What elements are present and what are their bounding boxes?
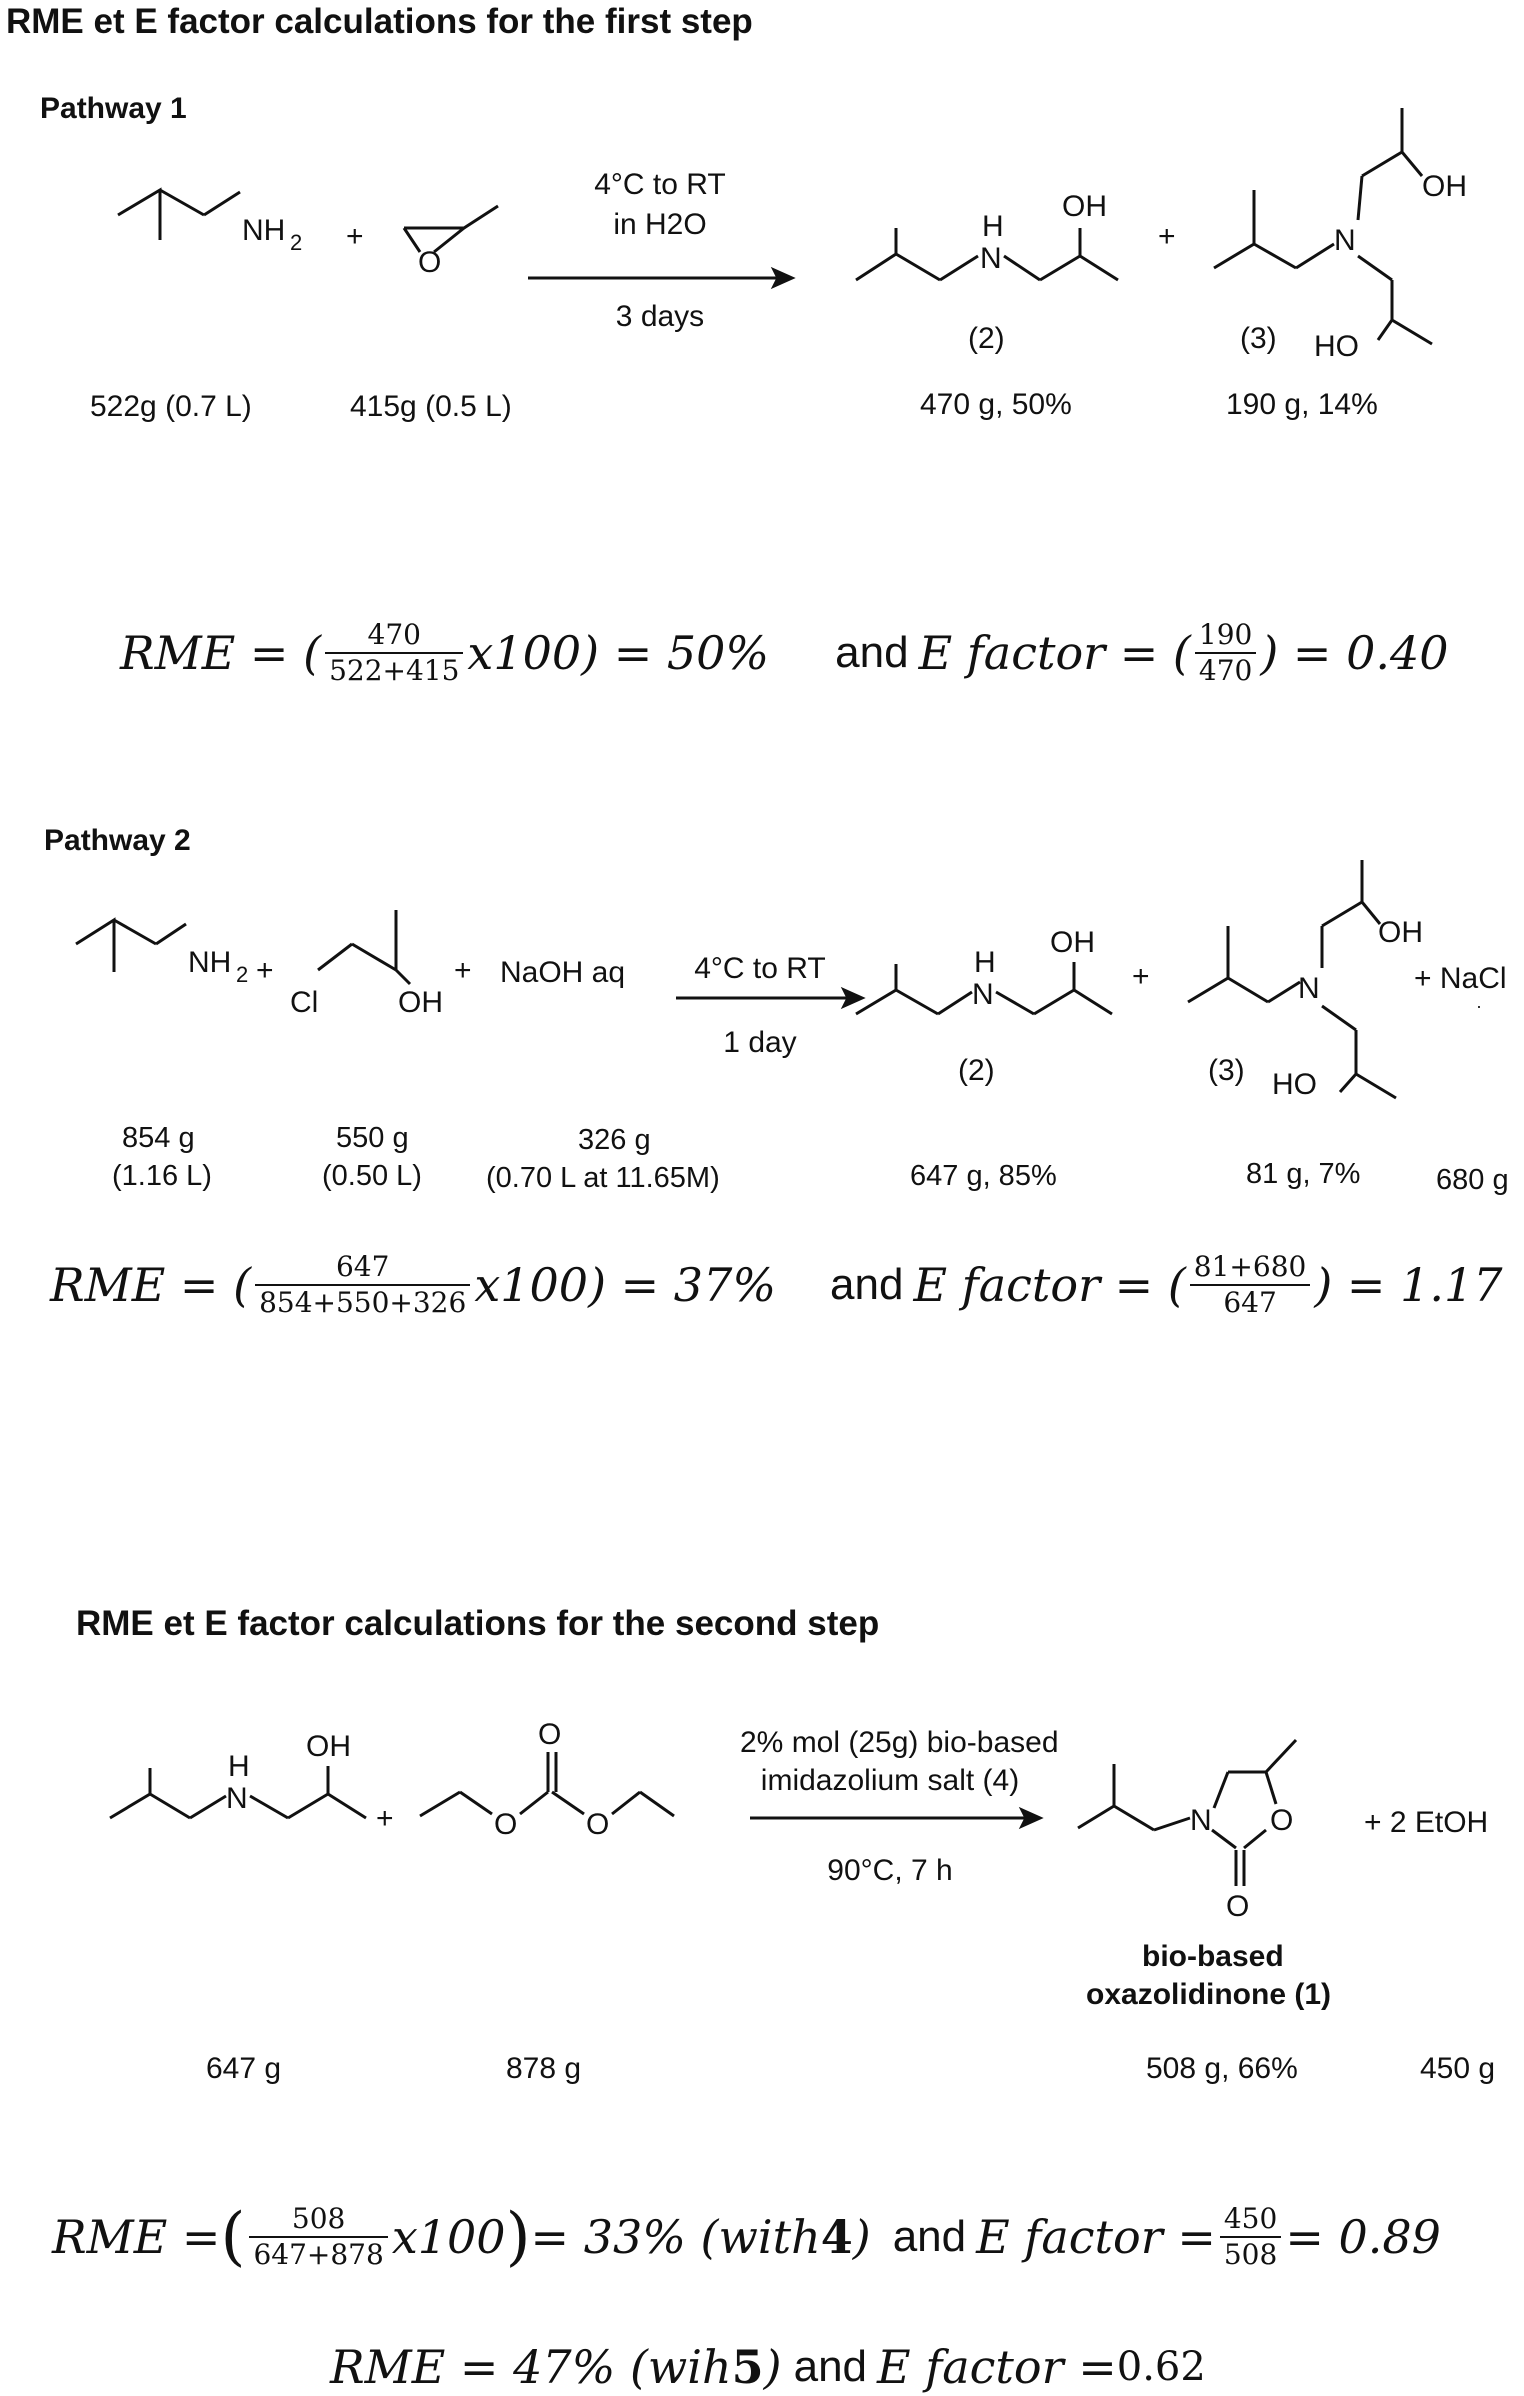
p2-amount-naoh-a: 326 g <box>578 1124 651 1156</box>
svg-text:2: 2 <box>236 962 248 987</box>
s2-amount-reagent1: 647 g <box>206 2052 282 2085</box>
p2-amount-reagent2-b: (0.50 L) <box>322 1160 422 1192</box>
pathway1-heading: Pathway 1 <box>40 92 187 125</box>
svg-text:N: N <box>972 978 994 1011</box>
p2-nacl: + NaCl <box>1414 962 1507 995</box>
svg-text:N: N <box>226 1782 248 1815</box>
step1-title: RME et E factor calculations for the fir… <box>6 2 753 41</box>
product2-skeleton <box>855 228 898 282</box>
svg-text:OH: OH <box>1422 170 1467 203</box>
pathway2-heading: Pathway 2 <box>44 824 191 857</box>
p1-product2-label: (2) <box>968 322 1005 355</box>
svg-text:2: 2 <box>290 230 302 255</box>
p2-amount-reagent1-b: (1.16 L) <box>112 1160 212 1192</box>
p2-condition-top: 4°C to RT <box>694 952 826 985</box>
p2-amount-product3: 81 g, 7% <box>1246 1158 1361 1190</box>
svg-text:·: · <box>1476 996 1482 1016</box>
svg-text:NH: NH <box>188 946 231 979</box>
svg-text:O: O <box>494 1808 517 1841</box>
svg-text:Cl: Cl <box>290 986 318 1019</box>
pathway2-scheme: NH 2 + Cl OH + N H OH + N OH HO · <box>75 860 1482 1101</box>
svg-text:N: N <box>980 242 1002 275</box>
svg-text:OH: OH <box>398 986 443 1019</box>
s2-plus-etoh: + 2 EtOH <box>1364 1806 1489 1839</box>
svg-text:OH: OH <box>1062 190 1107 223</box>
p2-product3-label: (3) <box>1208 1054 1245 1087</box>
p2-amount-naoh-b: (0.70 L at 11.65M) <box>486 1162 720 1194</box>
s2-equation-2: RME = 47% (wih 5 ) and E factor = 0.62 <box>330 2340 1206 2394</box>
p2-condition-bottom: 1 day <box>723 1026 797 1059</box>
p2-amount-nacl: 680 g <box>1436 1164 1509 1196</box>
svg-text:O: O <box>538 1718 561 1751</box>
s2-condition-top1: 2% mol (25g) bio-based <box>740 1726 1059 1759</box>
p1-condition-bottom: 3 days <box>615 300 705 333</box>
svg-text:N: N <box>1334 224 1356 257</box>
svg-text:O: O <box>586 1808 609 1841</box>
p2-product2-label: (2) <box>958 1054 995 1087</box>
epoxide-O: O <box>418 246 441 279</box>
svg-text:+: + <box>454 954 472 987</box>
p2-amount-reagent2-a: 550 g <box>336 1122 409 1154</box>
svg-text:H: H <box>228 1750 250 1783</box>
p2-amount-reagent1-a: 854 g <box>122 1122 195 1154</box>
p1-product3-label: (3) <box>1240 322 1277 355</box>
svg-text:N: N <box>1190 1804 1212 1837</box>
svg-text:+: + <box>346 220 364 253</box>
svg-text:+: + <box>376 1802 394 1835</box>
svg-text:HO: HO <box>1272 1068 1317 1101</box>
pathway1-scheme: NH 2 + O N H OH + N OH HO <box>117 108 1467 363</box>
p2-amount-product2: 647 g, 85% <box>910 1160 1057 1192</box>
s2-amount-product: 508 g, 66% <box>1146 2052 1298 2085</box>
svg-text:HO: HO <box>1314 330 1359 363</box>
s2-product-name1: bio-based <box>1142 1940 1284 1973</box>
svg-text:+: + <box>1158 220 1176 253</box>
svg-text:N: N <box>1298 972 1320 1005</box>
p1-condition-top2: in H2O <box>613 208 707 241</box>
svg-text:O: O <box>1270 1804 1293 1837</box>
p1-amount-reagent2: 415g (0.5 L) <box>350 390 512 423</box>
p2-naoh: NaOH aq <box>500 956 626 989</box>
svg-text:+: + <box>1132 960 1150 993</box>
s2-condition-top2: imidazolium salt (4) <box>760 1764 1020 1797</box>
svg-text:H: H <box>982 210 1004 243</box>
p1-amount-product3: 190 g, 14% <box>1226 388 1378 421</box>
product3-skeleton <box>1213 190 1256 270</box>
svg-text:+: + <box>256 954 274 987</box>
p1-amount-product2: 470 g, 50% <box>920 388 1072 421</box>
svg-text:H: H <box>974 946 996 979</box>
s2-product-name2: oxazolidinone (1) <box>1086 1978 1332 2011</box>
p1-amount-reagent1: 522g (0.7 L) <box>90 390 252 423</box>
s2-amount-reagent2: 878 g <box>506 2052 582 2085</box>
svg-text:OH: OH <box>1378 916 1423 949</box>
svg-text:O: O <box>1226 1890 1249 1923</box>
s2-condition-bottom: 90°C, 7 h <box>827 1854 953 1887</box>
svg-text:OH: OH <box>1050 926 1095 959</box>
isobutylamine-skeleton <box>117 187 162 240</box>
step2-scheme: N H OH + O O O N O O <box>109 1718 1298 1923</box>
step2-title: RME et E factor calculations for the sec… <box>76 1604 880 1643</box>
nh2-label: NH <box>242 214 285 247</box>
p1-condition-top1: 4°C to RT <box>594 168 726 201</box>
svg-text:OH: OH <box>306 1730 351 1763</box>
s2-amount-etoh: 450 g <box>1420 2052 1496 2085</box>
